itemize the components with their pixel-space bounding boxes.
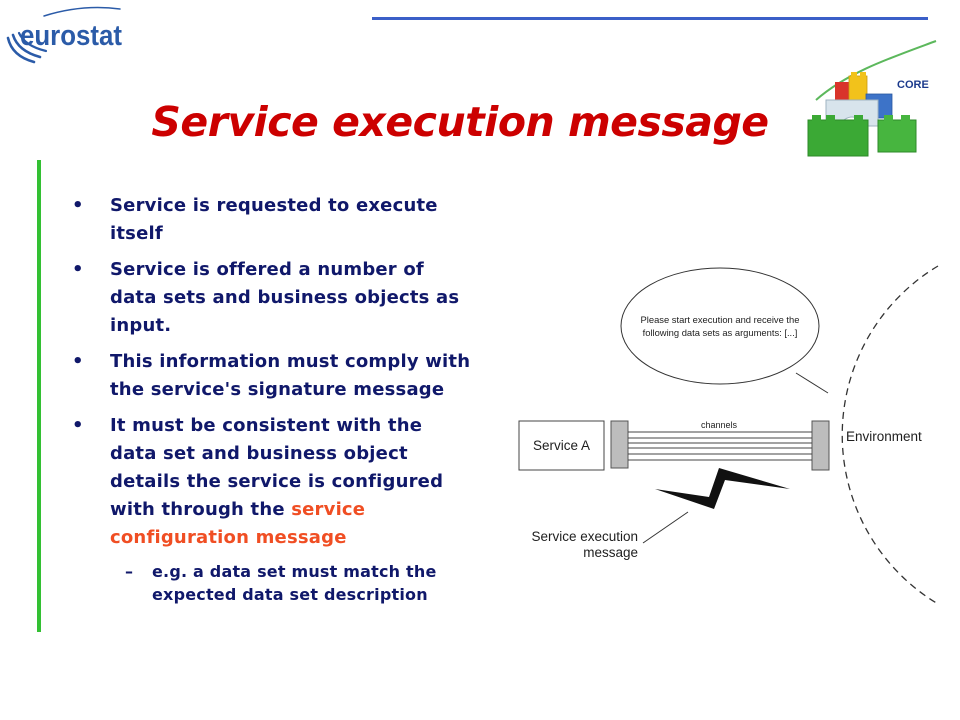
message-label-line: Service execution bbox=[531, 529, 638, 544]
environment-label: Environment bbox=[846, 429, 922, 444]
bullet-item: • It must be consistent with the data se… bbox=[72, 412, 492, 552]
sub-bullet-text: e.g. a data set must match the expected … bbox=[152, 560, 492, 606]
channel-lines bbox=[628, 431, 812, 461]
message-label-line: message bbox=[583, 545, 638, 560]
sub-bullet-marker: – bbox=[125, 562, 134, 581]
core-logo-text: CORE bbox=[897, 79, 929, 91]
bullet-line-text: with through the bbox=[110, 499, 292, 520]
sub-bullet-line: expected data set description bbox=[152, 585, 428, 604]
message-label-leader bbox=[642, 511, 689, 544]
bullet-line: details the service is configured bbox=[110, 471, 444, 492]
bullet-line: It must be consistent with the bbox=[110, 415, 423, 436]
bullet-item: • Service is requested to execute itself bbox=[72, 192, 492, 248]
bullet-marker: • bbox=[72, 259, 84, 280]
bullet-line: with through the service bbox=[110, 496, 492, 524]
bullet-list: • Service is requested to execute itself… bbox=[72, 192, 492, 606]
lego-bricks-icon bbox=[807, 72, 917, 157]
accent-bar bbox=[37, 160, 41, 632]
eurostat-logo: eurostat bbox=[6, 6, 122, 64]
environment-boundary bbox=[841, 265, 939, 605]
bullet-line: input. bbox=[110, 315, 172, 336]
core-logo-swoosh bbox=[815, 40, 937, 101]
highlighted-term: service bbox=[291, 499, 366, 520]
core-logo: CORE bbox=[807, 40, 937, 157]
bullet-text: This information must comply with the se… bbox=[110, 348, 492, 404]
bullet-item: • This information must comply with the … bbox=[72, 348, 492, 404]
slide-title: Service execution message bbox=[151, 98, 769, 146]
bullet-line: data set and business object bbox=[110, 443, 408, 464]
bullet-text: Service is requested to execute itself bbox=[110, 192, 492, 248]
bullet-line: This information must comply with bbox=[110, 351, 471, 372]
service-execution-diagram: Please start execution and receive the f… bbox=[518, 265, 939, 605]
speech-bubble-pointer bbox=[795, 372, 829, 394]
sub-bullet-item: – e.g. a data set must match the expecte… bbox=[72, 560, 492, 606]
eurostat-logo-text: eurostat bbox=[20, 20, 122, 52]
environment-port bbox=[811, 420, 830, 471]
eurostat-globe-icon bbox=[6, 31, 48, 64]
service-a-box bbox=[518, 420, 605, 471]
speech-bubble bbox=[620, 267, 820, 385]
service-port bbox=[610, 420, 629, 469]
bullet-text: It must be consistent with the data set … bbox=[110, 412, 492, 552]
service-a-label: Service A bbox=[533, 438, 590, 453]
bullet-marker: • bbox=[72, 351, 84, 372]
bullet-text: Service is offered a number of data sets… bbox=[110, 256, 492, 340]
speech-bubble-text-line: Please start execution and receive the bbox=[641, 314, 800, 325]
sub-bullet-line: e.g. a data set must match the bbox=[152, 562, 437, 581]
bullet-marker: • bbox=[72, 415, 84, 436]
speech-bubble-text-line: following data sets as arguments: [...] bbox=[643, 327, 798, 338]
bullet-marker: • bbox=[72, 195, 84, 216]
eurostat-logo-swoosh bbox=[43, 6, 121, 17]
highlighted-term: configuration message bbox=[110, 527, 347, 548]
bullet-item: • Service is offered a number of data se… bbox=[72, 256, 492, 340]
bullet-line: Service is requested to execute bbox=[110, 195, 438, 216]
channels-label: channels bbox=[701, 420, 738, 430]
bullet-line: data sets and business objects as bbox=[110, 287, 460, 308]
bullet-line: Service is offered a number of bbox=[110, 259, 424, 280]
top-rule bbox=[372, 17, 928, 20]
bullet-line: the service's signature message bbox=[110, 379, 445, 400]
bullet-line: itself bbox=[110, 223, 163, 244]
lightning-bolt-icon bbox=[655, 468, 790, 509]
